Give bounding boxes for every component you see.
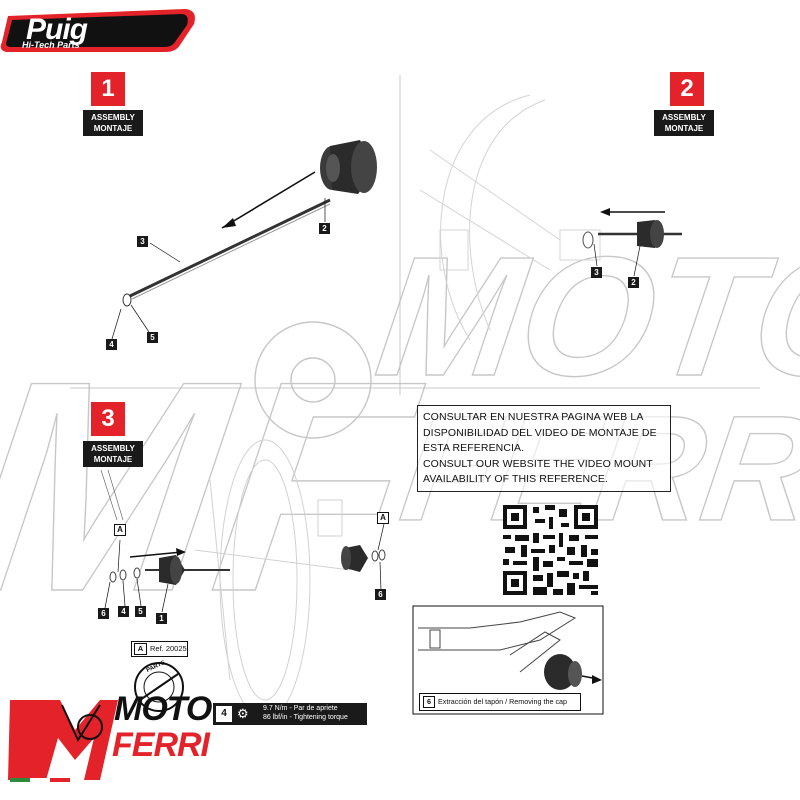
watermark: MOTO FERRI MF: [0, 221, 800, 654]
step1-tag-2: 2: [319, 223, 330, 234]
torque-spec-box: 4 ⚙ 9.7 N/m - Par de apriete 86 lbf/in -…: [213, 703, 367, 725]
cap-removal-text: Extracción del tapón / Removing the cap: [438, 697, 568, 706]
step3-tag-5: 5: [135, 606, 146, 617]
motoferri-logo-moto: MOTO: [114, 690, 212, 728]
step3-tag-6: 6: [98, 608, 109, 619]
step1-washer: [122, 293, 132, 307]
step-3-number: 3: [91, 402, 125, 436]
step3-tag-6-right: 6: [375, 589, 386, 600]
cap-removal-number: 6: [423, 696, 435, 708]
step2-tag-2: 2: [628, 277, 639, 288]
step1-bolt: [129, 198, 331, 298]
notice-es-line-2: DISPONIBILIDAD DEL VIDEO DE MONTAJE DE: [423, 426, 657, 439]
step-3-label-es: MONTAJE: [93, 455, 133, 464]
step-2-label-es: MONTAJE: [664, 124, 704, 133]
step1-tag-4: 4: [106, 339, 117, 350]
watermark-moto: MOTO: [367, 222, 800, 412]
step3-tag-a-right: A: [377, 512, 389, 524]
step1-arrow: [221, 171, 316, 229]
puig-tagline: Hi-Tech Parts: [22, 40, 80, 50]
step3-arrow: [129, 551, 183, 558]
step3-slider-assembly: [100, 469, 386, 613]
step-1-number: 1: [91, 72, 125, 106]
puig-logo: Puig Hi-Tech Parts: [22, 12, 187, 52]
step1-tag-3: 3: [137, 236, 148, 247]
reference-text: Ref. 20025: [150, 644, 187, 653]
watermark-mf: MF: [0, 318, 437, 653]
step3-tag-4: 4: [118, 606, 129, 617]
step-1-label: ASSEMBLY MONTAJE: [83, 110, 143, 136]
step-1-label-en: ASSEMBLY: [91, 113, 135, 122]
parts-badge: [134, 662, 184, 712]
step-3-label: ASSEMBLY MONTAJE: [83, 441, 143, 467]
motoferri-logo-shape: [8, 700, 118, 782]
motoferri-logo: MOTO FERRI: [108, 688, 212, 783]
torque-line-1: 9.7 N/m - Par de apriete: [263, 705, 338, 712]
puig-logo-shape: [0, 9, 195, 52]
step-2-number: 2: [670, 72, 704, 106]
video-notice-box: CONSULTAR EN NUESTRA PAGINA WEB LA DISPO…: [417, 405, 671, 492]
notice-en-line-1: CONSULT OUR WEBSITE THE VIDEO MOUNT: [423, 457, 653, 470]
torque-step-number: 4: [216, 706, 232, 722]
notice-es-line-1: CONSULTAR EN NUESTRA PAGINA WEB LA: [423, 411, 644, 423]
motoferri-logo-ferri: FERRI: [112, 726, 210, 764]
step1-slider-assembly: [111, 140, 377, 340]
step-2-label-en: ASSEMBLY: [662, 113, 706, 122]
wrench-icon: ⚙: [237, 706, 249, 721]
step-1-label-es: MONTAJE: [93, 124, 133, 133]
watermark-gear: [254, 321, 372, 439]
step2-wheel-drawing: [419, 94, 601, 341]
step1-tag-5: 5: [147, 332, 158, 343]
step-3-label-en: ASSEMBLY: [91, 444, 135, 453]
step2-tag-3: 3: [591, 267, 602, 278]
notice-en-line-2: AVAILABILITY OF THIS REFERENCE.: [423, 473, 608, 485]
torque-line-2: 86 lbf/in - Tightening torque: [263, 714, 348, 721]
notice-es-line-3: ESTA REFERENCIA.: [423, 442, 525, 454]
reference-letter: A: [134, 643, 147, 655]
step2-slider-assembly: [582, 208, 682, 277]
step3-tag-1: 1: [156, 613, 167, 624]
puig-logo-text: Puig: [26, 13, 88, 46]
step-2-label: ASSEMBLY MONTAJE: [654, 110, 714, 136]
step3-tag-a-left: A: [114, 524, 126, 536]
qr-code: [503, 505, 598, 595]
